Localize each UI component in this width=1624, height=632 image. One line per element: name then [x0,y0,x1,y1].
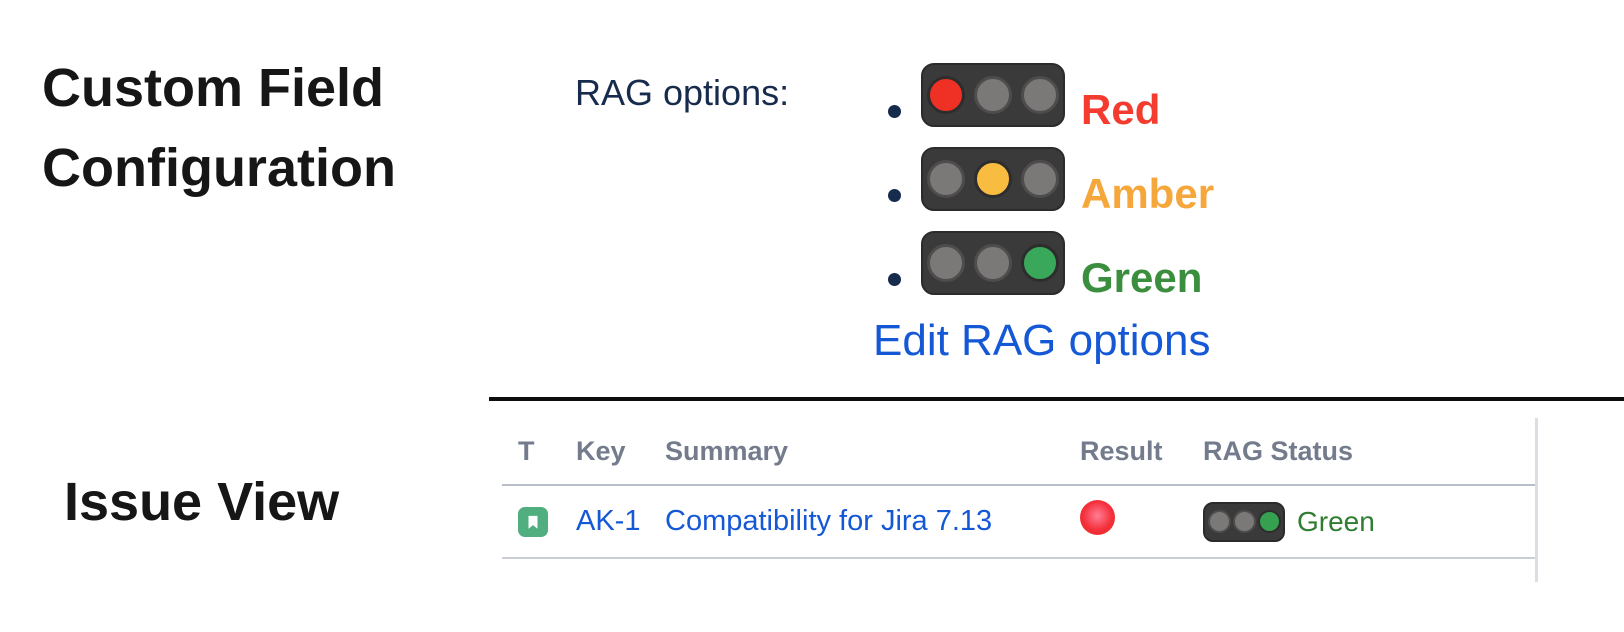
rag-option-row-red: Red [888,63,1214,132]
rag-status-label: Green [1297,505,1375,537]
traffic-light-icon-amber [921,147,1065,211]
bullet-icon [888,189,901,202]
bullet-icon [888,273,901,286]
issue-key-link[interactable]: AK-1 [576,505,641,537]
issue-summary-link[interactable]: Compatibility for Jira 7.13 [665,505,993,537]
rag-options-field-label: RAG options: [575,72,790,113]
lit-lamp [1257,510,1281,533]
rag-option-label: Amber [1081,170,1215,217]
result-cell [1080,500,1203,543]
issue-view-heading: Issue View [64,472,340,532]
red-orb-icon [1080,500,1115,535]
issue-table: T Key Summary Result RAG Status AK-1 Compatib… [502,418,1538,582]
lit-lamp [1021,244,1059,282]
unlit-lamp [974,244,1012,282]
bookmark-glyph [528,515,538,529]
rag-option-label: Green [1081,254,1203,301]
rag-status-cell: Green [1203,501,1535,542]
custom-field-configuration-heading: Custom Field Configuration [42,48,396,208]
heading-line: Custom Field [42,58,385,118]
unlit-lamp [974,76,1012,114]
unlit-lamp [1021,76,1059,114]
column-header-key: Key [576,435,626,466]
issue-table-body: AK-1 Compatibility for Jira 7.13 Green [502,486,1535,559]
story-icon [518,506,548,537]
traffic-light-icon-status [1203,501,1285,542]
column-header-result: Result [1080,435,1163,466]
edit-rag-options-link[interactable]: Edit RAG options [873,316,1211,365]
lit-lamp [974,160,1012,198]
traffic-light-icon-red [921,63,1065,127]
column-header-summary: Summary [665,435,789,466]
column-header-rag-status: RAG Status [1203,435,1354,466]
unlit-lamp [1232,510,1256,533]
table-row: AK-1 Compatibility for Jira 7.13 Green [502,486,1535,559]
issue-key-cell: AK-1 [576,505,665,538]
issue-table-header: T Key Summary Result RAG Status [502,418,1535,486]
bullet-icon [888,105,901,118]
traffic-light-icon-green [921,231,1065,295]
unlit-lamp [927,160,965,198]
lit-lamp [927,76,965,114]
unlit-lamp [1021,160,1059,198]
section-divider [489,397,1624,401]
issue-type-cell [518,506,576,537]
rag-option-row-green: Green [888,231,1214,300]
unlit-lamp [927,244,965,282]
heading-line: Configuration [42,138,396,198]
rag-option-label: Red [1081,86,1161,133]
rag-option-row-amber: Amber [888,147,1214,216]
issue-summary-cell: Compatibility for Jira 7.13 [665,505,1080,538]
unlit-lamp [1207,510,1231,533]
column-header-t: T [518,435,535,466]
